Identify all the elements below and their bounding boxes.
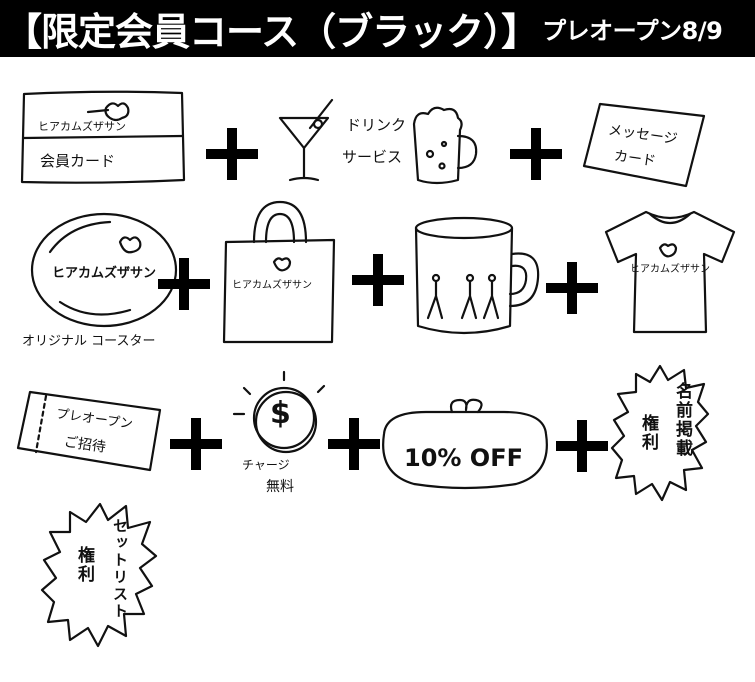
free-charge-illustration: $ チャージ 無料 — [230, 368, 340, 498]
name-listing-col2: 権利 — [638, 414, 658, 452]
title-banner: 【限定会員コース（ブラック）】 プレオープン8/9 — [0, 0, 755, 57]
charge-line2: 無料 — [266, 479, 294, 495]
drink-label-line2: サービス — [342, 148, 403, 166]
tshirt-illustration: ヒアカムズザサン — [600, 206, 740, 336]
mug-icon — [414, 216, 540, 335]
tshirt-text: ヒアカムズザサン — [630, 264, 710, 275]
course-title: 【限定会員コース（ブラック）】 — [4, 10, 539, 54]
starburst-icon — [610, 364, 710, 502]
plus-sign — [328, 418, 380, 470]
setlist-col2: 権利 — [74, 546, 94, 584]
coin-symbol: $ — [270, 396, 291, 431]
member-card-illustration: ヒアカムズザサン 会員カード — [18, 88, 188, 188]
tote-bag-icon — [222, 200, 336, 344]
plus-sign — [510, 128, 562, 180]
discount-purse-illustration: 10% OFF — [376, 394, 554, 490]
plus-sign — [546, 262, 598, 314]
coaster-disc-icon — [30, 212, 178, 328]
setlist-col1: セットリスト — [111, 518, 129, 620]
cocktail-and-beer-icon — [278, 98, 478, 185]
discount-text: 10% OFF — [404, 444, 523, 472]
member-card-label: 会員カード — [40, 152, 116, 170]
name-listing-illustration: 名前掲載 権利 — [610, 362, 710, 504]
name-listing-col1: 名前掲載 — [672, 382, 692, 458]
tote-bag-illustration: ヒアカムズザサン — [220, 196, 340, 346]
coaster-illustration: ヒアカムズザサン オリジナル コースター — [20, 212, 180, 352]
starburst-icon — [40, 502, 158, 648]
member-card-icon — [20, 90, 186, 184]
preopen-date: プレオープン8/9 — [542, 17, 723, 45]
plus-sign — [170, 418, 222, 470]
tshirt-icon — [604, 210, 736, 334]
coaster-disc-text: ヒアカムズザサン — [52, 266, 157, 281]
plus-sign — [352, 254, 404, 306]
setlist-illustration: セットリスト 権利 — [40, 500, 158, 650]
ticket-icon — [16, 390, 162, 472]
plus-sign — [158, 258, 210, 310]
drink-label-line1: ドリンク — [346, 116, 407, 134]
drink-service-illustration: ドリンク サービス — [272, 96, 492, 192]
member-card-band-text: ヒアカムズザサン — [38, 120, 126, 133]
message-card-icon — [582, 102, 706, 188]
charge-line1: チャージ — [242, 458, 290, 472]
coaster-label: オリジナル コースター — [22, 334, 156, 349]
message-card-illustration: メッセージ カード — [580, 100, 708, 190]
plus-sign — [556, 420, 608, 472]
coin-icon — [232, 370, 326, 454]
coin-purse-icon — [382, 398, 548, 490]
preopen-ticket-illustration: プレオープン ご招待 — [14, 386, 164, 472]
mug-illustration — [412, 214, 542, 340]
plus-sign — [206, 128, 258, 180]
tote-bag-text: ヒアカムズザサン — [232, 280, 312, 291]
